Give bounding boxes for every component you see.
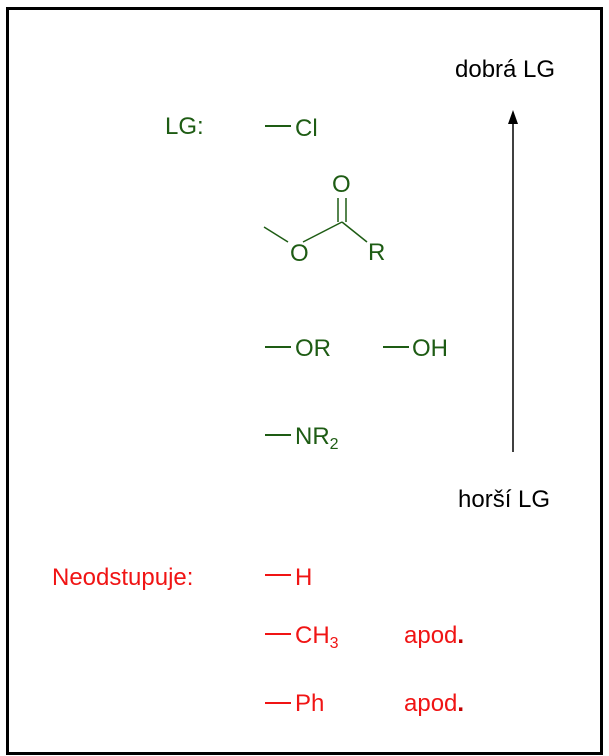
group-ph: Ph — [295, 690, 325, 717]
label-good-lg: dobrá LG — [455, 56, 556, 83]
bond-ph — [265, 702, 291, 704]
bond-ch3 — [265, 633, 291, 635]
group-oh: OH — [412, 335, 448, 362]
ester-ether-oxygen: O — [290, 240, 309, 267]
group-ch3: CH3 — [295, 622, 339, 652]
bond-oh — [383, 346, 409, 348]
bond-or — [265, 346, 291, 348]
ester-carbonyl-oxygen: O — [332, 171, 351, 198]
neodstupuje-heading: Neodstupuje: — [52, 564, 194, 591]
lg-strength-arrow — [508, 110, 518, 452]
lg-heading: LG: — [165, 113, 204, 140]
ester-structure — [263, 198, 368, 243]
group-or: OR — [295, 335, 331, 362]
etc-label-2: apod. — [404, 690, 465, 717]
group-h: H — [295, 564, 313, 591]
diagram-frame — [6, 7, 603, 755]
group-nr2: NR2 — [295, 423, 339, 453]
bond-cl — [265, 125, 291, 127]
etc-label-1: apod. — [404, 622, 465, 649]
group-cl: Cl — [295, 115, 318, 142]
bond-h — [265, 574, 291, 576]
bond-nr2 — [265, 434, 291, 436]
ester-r-group: R — [368, 239, 386, 266]
label-worse-lg: horší LG — [458, 486, 551, 513]
